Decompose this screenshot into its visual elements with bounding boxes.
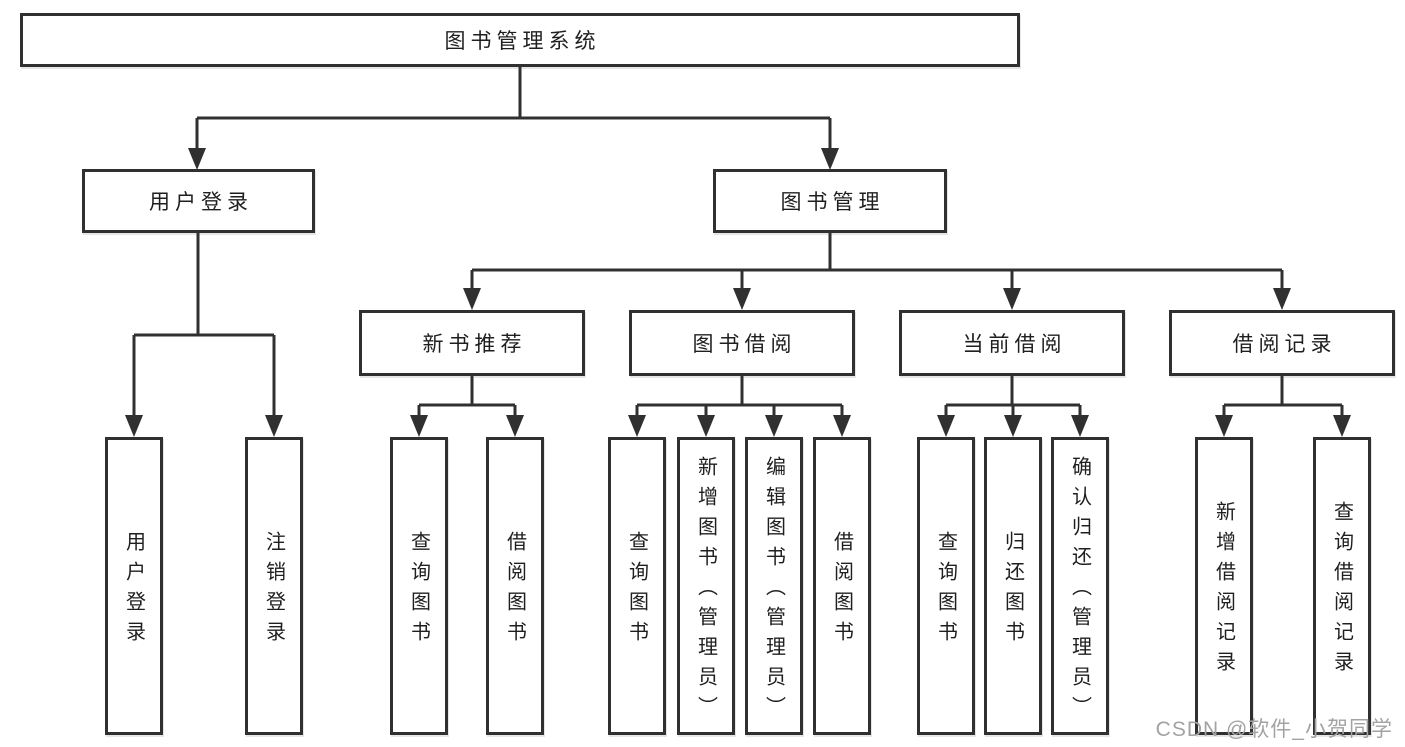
- csdn-watermark: CSDN @软件_小贺同学: [1155, 718, 1393, 741]
- leaf-query-books-recommend: 查询图书: [390, 437, 448, 735]
- leaf-edit-book-admin: 编辑图书（管理员）: [745, 437, 803, 735]
- node-book-borrow: 图书借阅: [629, 310, 855, 376]
- leaf-user-login: 用户登录: [105, 437, 163, 735]
- leaf-return-book: 归还图书: [984, 437, 1042, 735]
- leaf-borrow-books: 借阅图书: [813, 437, 871, 735]
- leaf-query-borrow-record: 查询借阅记录: [1313, 437, 1371, 735]
- leaf-borrow-books-recommend: 借阅图书: [486, 437, 544, 735]
- leaf-add-borrow-record: 新增借阅记录: [1195, 437, 1253, 735]
- node-borrow-records: 借阅记录: [1169, 310, 1395, 376]
- leaf-logout: 注销登录: [245, 437, 303, 735]
- leaf-add-book-admin: 新增图书（管理员）: [677, 437, 735, 735]
- node-current-borrow: 当前借阅: [899, 310, 1125, 376]
- node-library-system: 图书管理系统: [20, 13, 1020, 67]
- node-book-management: 图书管理: [713, 169, 947, 233]
- node-new-book-recommend: 新书推荐: [359, 310, 585, 376]
- node-user-login: 用户登录: [82, 169, 315, 233]
- leaf-confirm-return-admin: 确认归还（管理员）: [1051, 437, 1109, 735]
- leaf-query-books-borrow: 查询图书: [608, 437, 666, 735]
- leaf-query-books-current: 查询图书: [917, 437, 975, 735]
